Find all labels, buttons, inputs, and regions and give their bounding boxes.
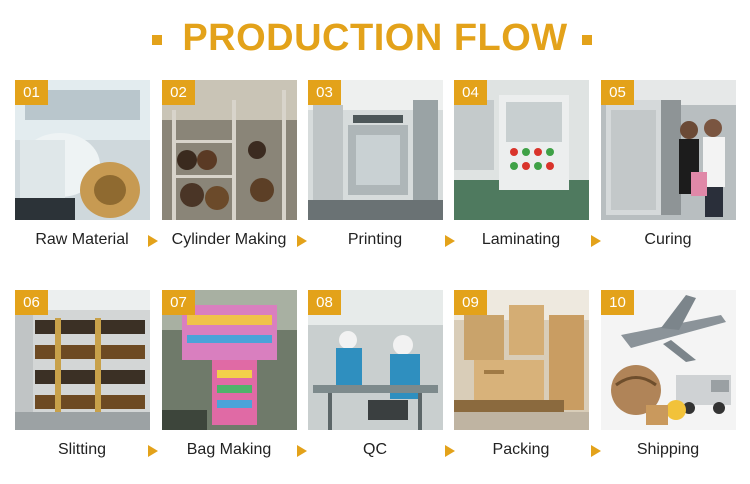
flow-arrow-icon [591,445,601,457]
step-number-badge: 10 [601,290,634,315]
step-label-packing: Packing [492,441,550,458]
title-square-left-icon [152,35,162,45]
step-number-badge: 08 [308,290,341,315]
flow-arrow-icon [148,235,158,247]
step-label-bag-making: Bag Making [186,441,272,458]
step-label-cylinder-making: Cylinder Making [171,231,287,248]
step-slitting: 06 [15,290,150,430]
cylinder-making-photo [162,80,297,220]
step-label-slitting: Slitting [57,441,107,458]
bag-making-photo [162,290,297,430]
step-printing: 03 [308,80,443,220]
step-number-badge: 02 [162,80,195,105]
step-raw-material: 01 [15,80,150,220]
step-number-badge: 09 [454,290,487,315]
flow-arrow-icon [445,235,455,247]
flow-arrow-icon [297,445,307,457]
step-label-curing: Curing [644,231,692,248]
title-square-right-icon [582,35,592,45]
printing-photo [308,80,443,220]
slitting-photo [15,290,150,430]
step-packing: 09 [454,290,589,430]
step-laminating: 04 [454,80,589,220]
step-bag-making: 07 [162,290,297,430]
step-label-shipping: Shipping [636,441,700,458]
step-label-laminating: Laminating [481,231,561,248]
step-cylinder-making: 02 [162,80,297,220]
step-number-badge: 07 [162,290,195,315]
flow-arrow-icon [591,235,601,247]
flow-arrow-icon [297,235,307,247]
step-number-badge: 06 [15,290,48,315]
curing-photo [601,80,736,220]
step-label-qc: QC [363,441,387,458]
raw-material-photo [15,80,150,220]
step-shipping: 10 [601,290,736,430]
step-number-badge: 05 [601,80,634,105]
flow-arrow-icon [148,445,158,457]
header: PRODUCTION FLOW [0,14,750,62]
step-number-badge: 04 [454,80,487,105]
page-title: PRODUCTION FLOW [182,17,568,59]
step-curing: 05 [601,80,736,220]
step-qc: 08 [308,290,443,430]
step-number-badge: 01 [15,80,48,105]
step-label-printing: Printing [347,231,403,248]
flow-arrow-icon [445,445,455,457]
step-number-badge: 03 [308,80,341,105]
step-label-raw-material: Raw Material [35,231,129,248]
packing-photo [454,290,589,430]
